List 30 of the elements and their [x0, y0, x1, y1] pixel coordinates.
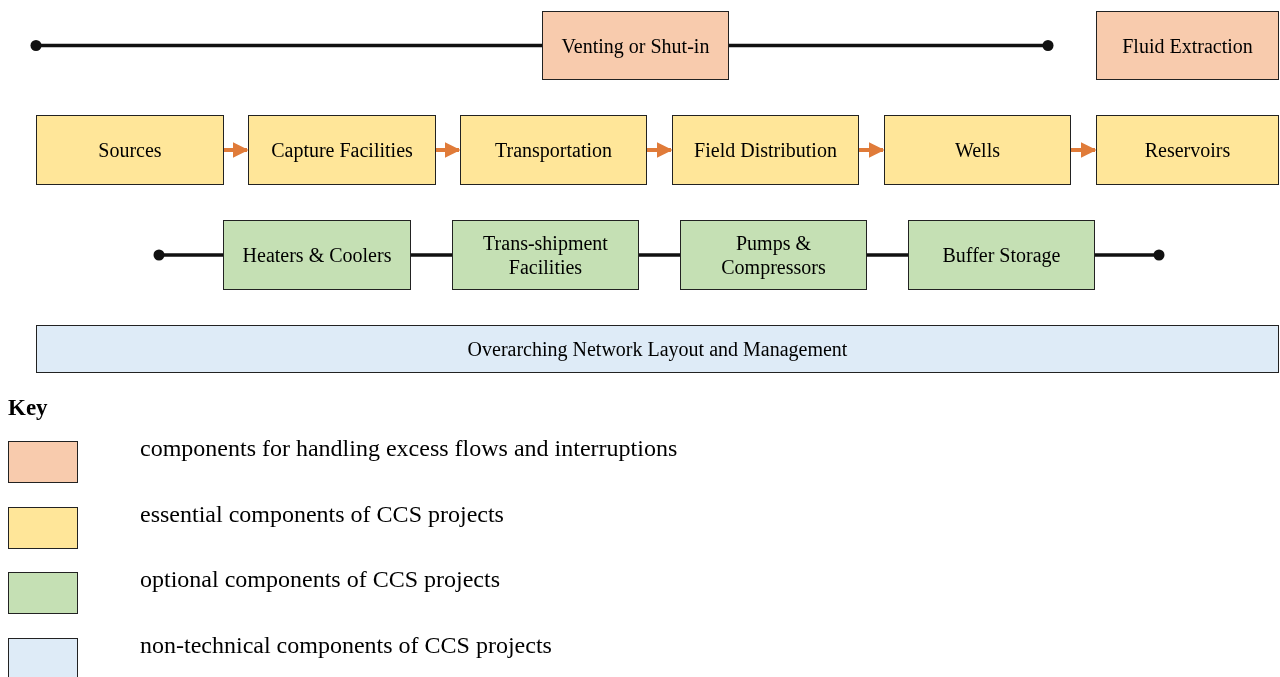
legend-text: optional components of CCS projects — [140, 566, 500, 593]
component-box: Reservoirs — [1096, 115, 1279, 185]
connector-line — [639, 253, 680, 257]
component-box: Transportation — [460, 115, 647, 185]
legend-text: essential components of CCS projects — [140, 501, 504, 528]
key-heading: Key — [8, 395, 48, 421]
legend-text: components for handling excess flows and interruptions — [140, 435, 678, 462]
component-box: Venting or Shut-in — [542, 11, 729, 80]
legend-text: non-technical components of CCS projects — [140, 632, 552, 659]
component-box: Wells — [884, 115, 1071, 185]
connector-line — [411, 253, 452, 257]
connector-line — [1095, 249, 1165, 261]
component-box: Fluid Extraction — [1096, 11, 1279, 80]
component-box: Buffer Storage — [908, 220, 1095, 290]
connector-line — [729, 40, 1054, 51]
arrow — [1071, 142, 1097, 158]
connector-line — [867, 253, 908, 257]
connector-line — [153, 249, 223, 261]
arrow — [859, 142, 885, 158]
connector-line — [30, 40, 542, 51]
component-box: Pumps & Compressors — [680, 220, 867, 290]
component-box: Sources — [36, 115, 224, 185]
arrow — [436, 142, 461, 158]
component-box: Capture Facilities — [248, 115, 436, 185]
arrow — [647, 142, 673, 158]
component-box: Field Distribution — [672, 115, 859, 185]
component-box: Heaters & Coolers — [223, 220, 411, 290]
arrow — [224, 142, 249, 158]
component-box: Trans-shipment Facilities — [452, 220, 639, 290]
component-box: Overarching Network Layout and Management — [36, 325, 1279, 373]
